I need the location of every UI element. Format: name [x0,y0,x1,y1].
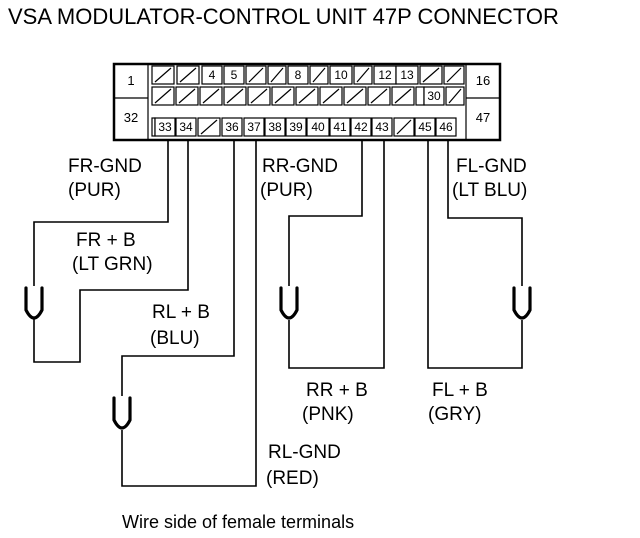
wheel-sensor-icon [279,286,299,320]
label-fl-b: FL + B [432,380,488,401]
label-fl-gnd: FL-GND [456,156,527,177]
diagram-caption: Wire side of female terminals [122,512,354,532]
label-rr-b: RR + B [306,380,368,401]
wire-rl-gnd [121,140,257,487]
label-rr-gnd: RR-GND [262,156,338,177]
pin-12: 12 [378,68,392,82]
wire-rr-b [288,140,385,369]
pin-38: 38 [268,120,282,134]
diagram-title: VSA MODULATOR-CONTROL UNIT 47P CONNECTOR [8,4,559,29]
pin-41: 41 [333,120,347,134]
pin-33: 33 [158,120,172,134]
pin-36: 36 [225,120,239,134]
label-rl-gnd-color: (RED) [266,468,319,489]
pin-46: 46 [439,120,453,134]
label-fl-gnd-color: (LT BLU) [452,180,527,201]
wheel-sensor-icon [512,286,532,320]
pin-42: 42 [354,120,368,134]
label-fr-gnd: FR-GND [68,156,142,177]
pin-16: 16 [476,73,490,88]
wire-rl-b [121,140,235,396]
pin-1: 1 [127,73,134,88]
pin-34: 34 [179,120,193,134]
pin-32: 32 [124,110,138,125]
label-fr-b-color: (LT GRN) [72,254,153,275]
pin-43: 43 [375,120,389,134]
wheel-sensor-icon [112,396,132,430]
pin-45: 45 [418,120,432,134]
connector-47p: 1 16 32 47 4 5 8 10 12 13 [112,62,502,142]
label-fr-gnd-color: (PUR) [68,180,121,201]
wire-fl-gnd [447,140,523,286]
label-rr-b-color: (PNK) [302,404,354,425]
label-rl-gnd: RL-GND [268,442,341,463]
wire-fr-gnd [33,140,169,286]
label-fr-b: FR + B [76,230,136,251]
pin-13: 13 [400,68,414,82]
pin-8: 8 [295,68,302,82]
pin-30: 30 [427,89,441,103]
pin-37: 37 [247,120,261,134]
pin-5: 5 [231,68,238,82]
label-rl-b-color: (BLU) [150,328,200,349]
label-fl-b-color: (GRY) [428,404,481,425]
wire-fl-b [427,140,523,369]
pin-40: 40 [311,120,325,134]
wire-fr-b [33,140,189,363]
pin-10: 10 [334,68,348,82]
wires [33,140,523,487]
pin-4: 4 [209,68,216,82]
label-rr-gnd-color: (PUR) [260,180,313,201]
label-rl-b: RL + B [152,302,210,323]
wire-rr-gnd [288,140,363,286]
pin-39: 39 [289,120,303,134]
pin-47: 47 [476,110,490,125]
wheel-sensor-icon [24,286,44,320]
